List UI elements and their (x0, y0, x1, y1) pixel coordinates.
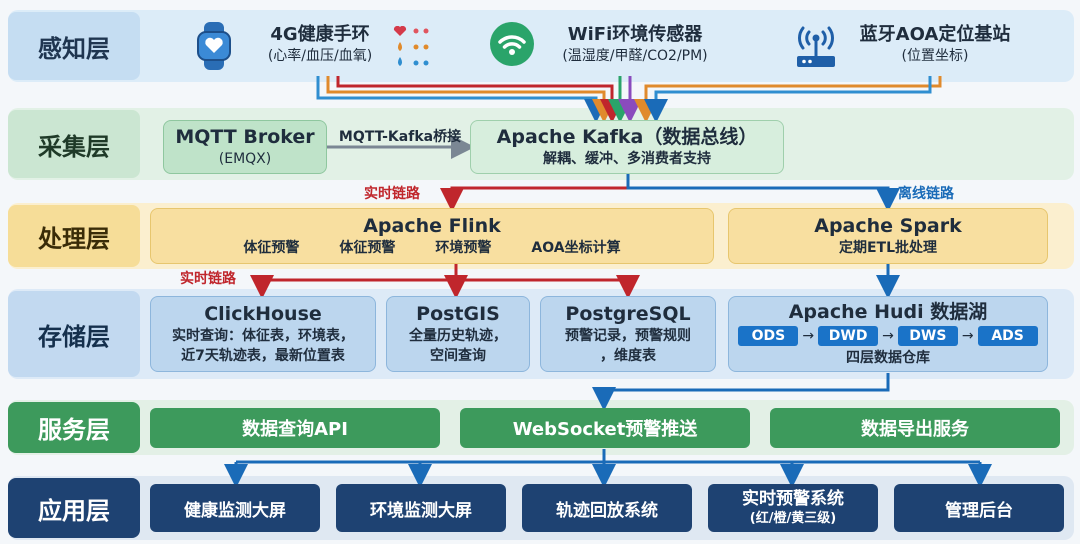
hudi-stage-ods: ODS (738, 326, 799, 346)
app-trajectory-replay: 轨迹回放系统 (522, 484, 692, 532)
layer-label-collection: 采集层 (8, 110, 140, 178)
app-title: 管理后台 (945, 500, 1013, 521)
flink-task: 体征预警 (243, 240, 300, 256)
vitals-dots-icon (392, 26, 432, 70)
hudi-sub: 四层数据仓库 (846, 350, 930, 366)
realtime-link-label-1: 实时链路 (364, 186, 420, 202)
arrow-right-icon: → (882, 328, 894, 344)
layer-label-perception: 感知层 (8, 12, 140, 80)
app-title: 实时预警系统 (742, 489, 844, 509)
aoa-station-metrics: (位置坐标) (901, 48, 969, 64)
mqtt-broker-sub: (EMQX) (218, 151, 272, 167)
hudi-stage-dws: DWS (897, 326, 958, 346)
clickhouse-line2: 近7天轨迹表，最新位置表 (181, 348, 345, 364)
antenna-base-station-icon (795, 22, 837, 70)
app-title: 轨迹回放系统 (556, 500, 658, 521)
hudi-node: Apache Hudi 数据湖 ODS → DWD → DWS → ADS 四层… (728, 296, 1048, 372)
band-device-metrics: (心率/血压/血氧) (267, 48, 373, 64)
smartwatch-icon (192, 22, 236, 70)
kafka-title: Apache Kafka（数据总线） (496, 126, 758, 148)
clickhouse-title: ClickHouse (204, 303, 322, 325)
kafka-sub: 解耦、缓冲、多消费者支持 (543, 151, 711, 167)
flink-title: Apache Flink (363, 215, 501, 237)
postgis-title: PostGIS (416, 303, 500, 325)
perception-wifi-device: WiFi环境传感器 (温湿度/甲醛/CO2/PM) (540, 24, 730, 72)
app-realtime-alert: 实时预警系统 (红/橙/黄三级) (708, 484, 878, 532)
hudi-title: Apache Hudi 数据湖 (788, 301, 988, 323)
mqtt-broker-title: MQTT Broker (175, 126, 315, 148)
flink-task: 体征预警 (339, 240, 396, 256)
flink-task: AOA坐标计算 (531, 240, 621, 256)
flink-node: Apache Flink 体征预警 体征预警 环境预警 AOA坐标计算 (150, 208, 714, 264)
mqtt-broker-node: MQTT Broker (EMQX) (163, 120, 327, 174)
app-title: 环境监测大屏 (370, 500, 472, 521)
arrow-right-icon: → (961, 328, 974, 344)
kafka-node: Apache Kafka（数据总线） 解耦、缓冲、多消费者支持 (470, 120, 784, 174)
flink-task: 环境预警 (435, 240, 492, 256)
band-device-name: 4G健康手环 (270, 24, 370, 45)
mqtt-kafka-bridge-label: MQTT-Kafka桥接 (338, 129, 462, 145)
clickhouse-node: ClickHouse 实时查询：体征表，环境表， 近7天轨迹表，最新位置表 (150, 296, 376, 372)
aoa-station-name: 蓝牙AOA定位基站 (859, 24, 1011, 45)
spark-node: Apache Spark 定期ETL批处理 (728, 208, 1048, 264)
layer-label-processing: 处理层 (8, 205, 140, 267)
offline-link-label: 离线链路 (898, 186, 954, 202)
postgis-line2: 空间查询 (430, 348, 486, 364)
layer-label-application: 应用层 (8, 478, 140, 538)
hudi-stage-dwd: DWD (818, 326, 879, 346)
postgresql-line1: 预警记录，预警规则 (565, 328, 691, 344)
app-title: 健康监测大屏 (184, 500, 286, 521)
postgis-node: PostGIS 全量历史轨迹， 空间查询 (386, 296, 530, 372)
clickhouse-line1: 实时查询：体征表，环境表， (172, 328, 354, 344)
app-health-dashboard: 健康监测大屏 (150, 484, 320, 532)
app-sub: (红/橙/黄三级) (749, 511, 837, 526)
realtime-link-label-2: 实时链路 (180, 271, 236, 287)
service-query-api: 数据查询API (150, 408, 440, 448)
arrow-right-icon: → (802, 328, 815, 344)
perception-band-device: 4G健康手环 (心率/血压/血氧) (240, 24, 400, 72)
wifi-sensor-name: WiFi环境传感器 (567, 24, 703, 45)
perception-aoa-device: 蓝牙AOA定位基站 (位置坐标) (840, 24, 1030, 72)
postgresql-node: PostgreSQL 预警记录，预警规则 ，维度表 (540, 296, 716, 372)
wifi-sensor-metrics: (温湿度/甲醛/CO2/PM) (562, 48, 708, 64)
service-data-export: 数据导出服务 (770, 408, 1060, 448)
wifi-sensor-icon (488, 20, 536, 68)
service-websocket-alert: WebSocket预警推送 (460, 408, 750, 448)
postgresql-line2: ，维度表 (600, 348, 656, 364)
postgis-line1: 全量历史轨迹， (409, 328, 507, 344)
hudi-stage-ads: ADS (977, 326, 1038, 346)
perception-band (8, 10, 1074, 82)
spark-sub: 定期ETL批处理 (838, 240, 938, 256)
layer-label-service: 服务层 (8, 402, 140, 453)
app-admin-console: 管理后台 (894, 484, 1064, 532)
app-env-dashboard: 环境监测大屏 (336, 484, 506, 532)
spark-title: Apache Spark (814, 215, 962, 237)
layer-label-storage: 存储层 (8, 291, 140, 377)
postgresql-title: PostgreSQL (565, 303, 691, 325)
